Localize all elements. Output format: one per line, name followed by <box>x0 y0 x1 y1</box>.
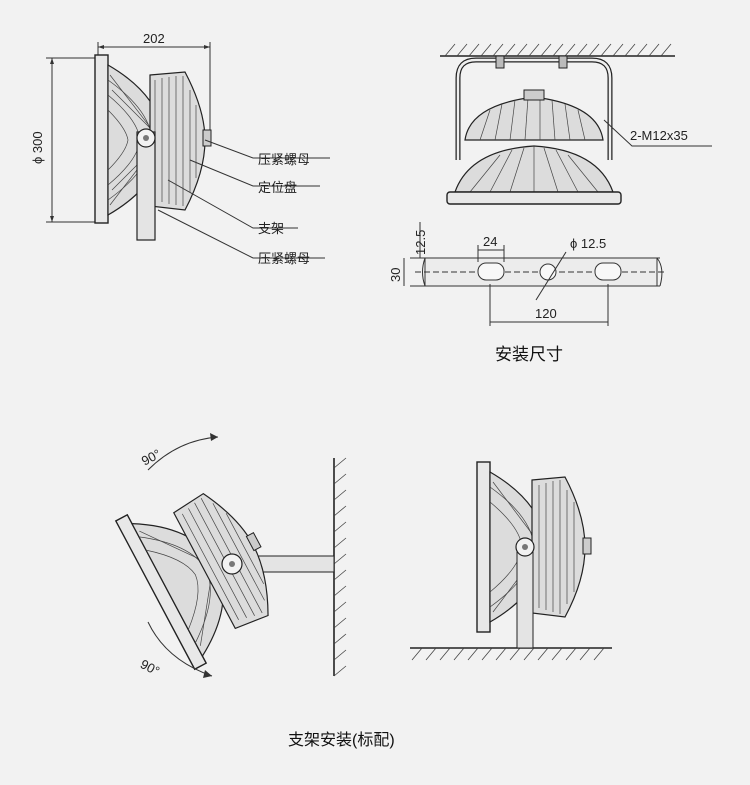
callout-positioning-plate: 定位盘 <box>258 180 297 195</box>
bracket-install-caption: 支架安装(标配) <box>288 731 395 749</box>
bracket-plate-dimensions: 12.5 30 24 ϕ 12.5 120 安装尺寸 <box>388 222 665 364</box>
dim-120-label: 120 <box>535 306 557 321</box>
wall-mount-tilted-view: 90° 90° <box>114 433 347 679</box>
angle-bottom-label: 90° <box>138 656 162 678</box>
side-view-assembly: 202 ϕ 300 <box>30 31 330 266</box>
bracket <box>136 131 156 241</box>
dim-12-5-label: 12.5 <box>413 230 428 255</box>
dim-height-label: ϕ 300 <box>30 131 45 164</box>
callout-nut-1: 压紧螺母 <box>258 152 310 167</box>
bolt-spec-label: 2-M12x35 <box>630 128 688 143</box>
callout-bracket: 支架 <box>258 221 284 236</box>
install-dimensions-caption: 安装尺寸 <box>495 345 563 364</box>
angle-top-label: 90° <box>139 446 163 468</box>
ceiling-mount-view: 2-M12x35 <box>440 43 712 205</box>
dim-hole-label: ϕ 12.5 <box>570 236 606 251</box>
dim-24-label: 24 <box>483 234 497 249</box>
callout-nut-2: 压紧螺母 <box>258 251 310 266</box>
lens-plate <box>94 54 109 224</box>
floor-mount-view <box>410 461 612 661</box>
dim-width-label: 202 <box>143 31 165 46</box>
dim-30-label: 30 <box>388 268 403 282</box>
